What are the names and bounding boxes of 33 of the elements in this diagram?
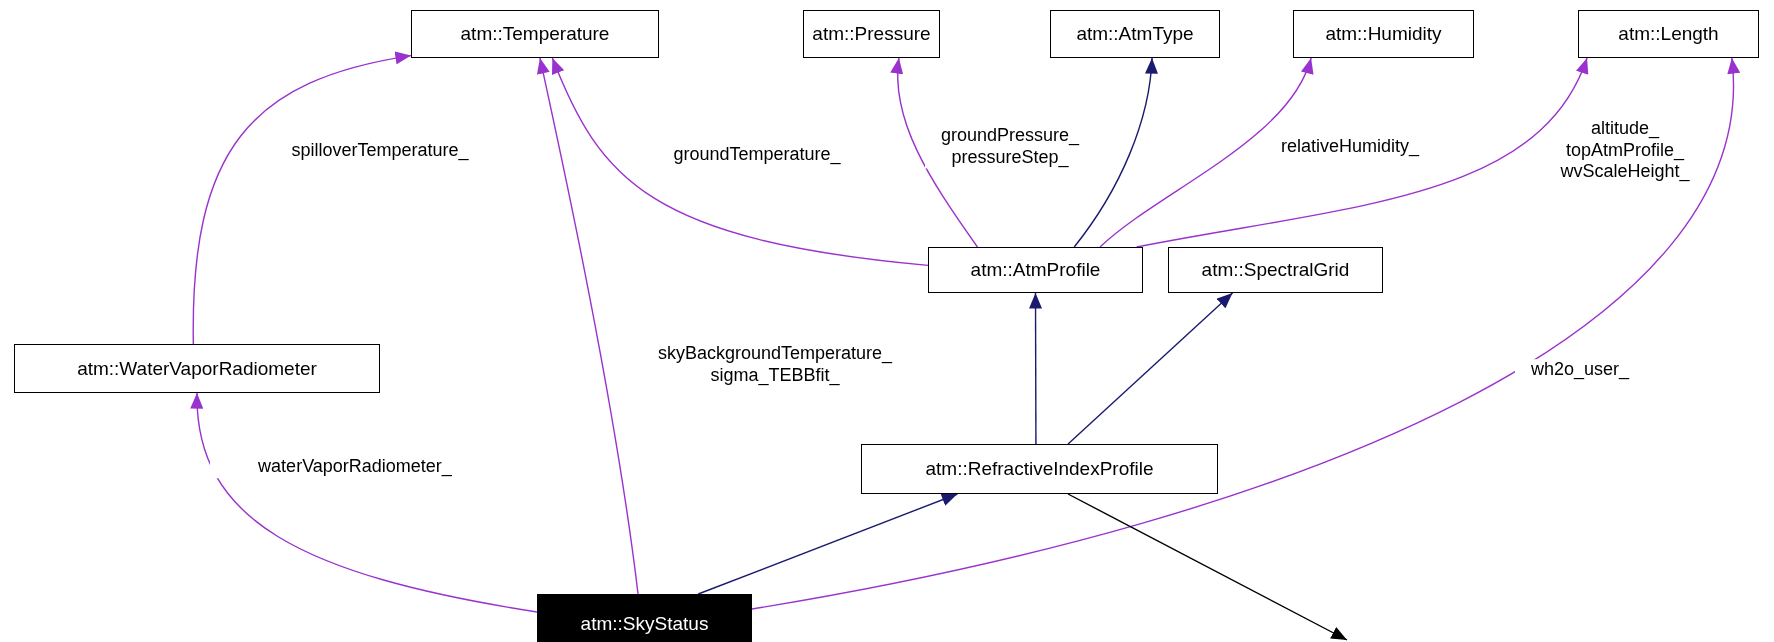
arrow <box>551 57 929 267</box>
class-box <box>1293 10 1474 58</box>
class-box <box>928 247 1143 293</box>
arrow <box>1073 57 1158 248</box>
arrow <box>1067 493 1348 641</box>
class-name: atm::Humidity <box>1325 23 1442 45</box>
arrow <box>536 57 639 595</box>
class-box <box>1578 10 1759 58</box>
class-box <box>537 594 752 642</box>
class-name: atm::SpectralGrid <box>1201 259 1350 281</box>
arrow <box>1029 292 1043 445</box>
class-name: atm::Length <box>1618 23 1719 45</box>
arrow <box>1099 57 1312 248</box>
class-name: atm::RefractiveIndexProfile <box>925 458 1154 480</box>
arrow <box>891 57 979 248</box>
arrow <box>1067 292 1234 445</box>
class-name: atm::Pressure <box>812 23 931 45</box>
class-box <box>1050 10 1220 58</box>
class-box <box>861 444 1218 494</box>
class-name: atm::AtmType <box>1076 23 1194 45</box>
class-box <box>803 10 940 58</box>
class-box <box>411 10 659 58</box>
class-box <box>14 344 380 393</box>
arrow <box>1135 57 1588 248</box>
arrow <box>191 392 538 613</box>
class-box <box>1168 247 1383 293</box>
arrow <box>192 52 412 345</box>
class-name: atm::SkyStatus <box>580 613 709 635</box>
arrow <box>697 493 959 595</box>
class-name: atm::Temperature <box>460 23 610 45</box>
arrow <box>751 57 1738 610</box>
class-name: atm::WaterVaporRadiometer <box>77 357 317 380</box>
class-name: atm::AtmProfile <box>970 259 1101 281</box>
